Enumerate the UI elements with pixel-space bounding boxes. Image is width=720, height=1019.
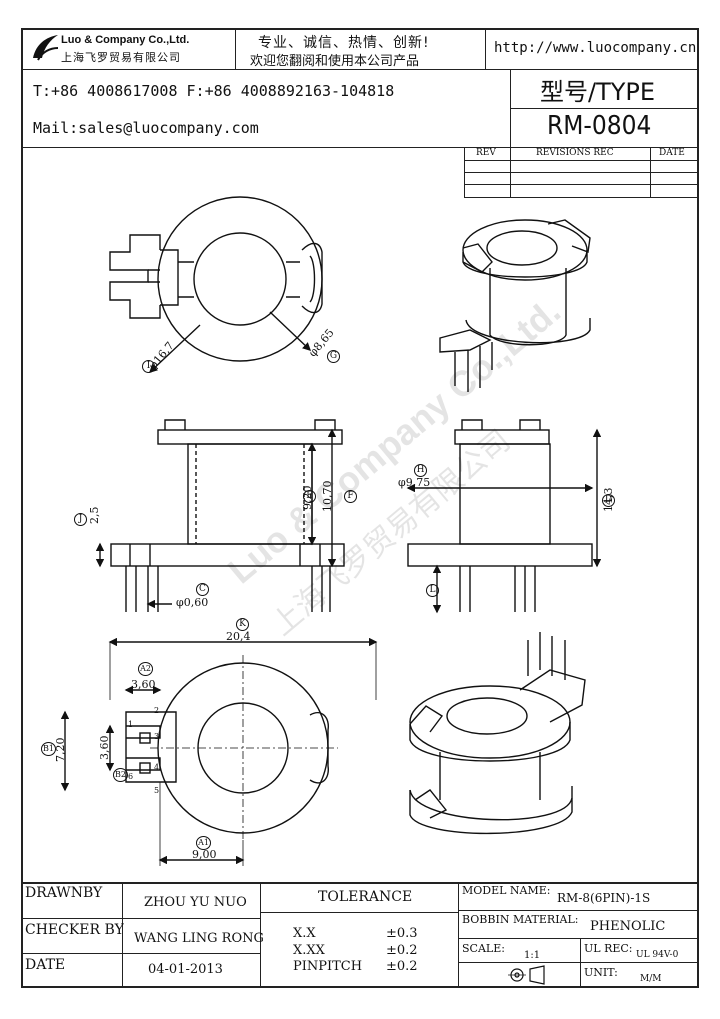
- tol-x-value: ±0.3: [386, 926, 418, 941]
- tol-pinpitch-value: ±0.2: [386, 959, 418, 974]
- side-view-drawing: [406, 419, 602, 614]
- rev-row-1: [464, 160, 699, 161]
- dim-total-width: 20,4: [226, 630, 251, 643]
- bobbin-label: BOBBIN MATERIAL:: [462, 913, 579, 926]
- drawnby-value: ZHOU YU NUO: [144, 895, 247, 910]
- unit-label: UNIT:: [584, 966, 618, 979]
- unit-value: M/M: [640, 974, 662, 984]
- tag-j: J: [74, 513, 87, 526]
- drawnby-label: DRAWNBY: [25, 885, 103, 901]
- drawing-frame: [21, 28, 699, 988]
- footer-top-line: [21, 882, 699, 884]
- tag-g: G: [327, 350, 340, 363]
- slogan-line-1: 专业、诚信、热情、创新!: [258, 35, 430, 51]
- top-view-drawing: [109, 196, 323, 373]
- checker-label: CHECKER BY: [25, 922, 124, 938]
- pin-label-5: 5: [154, 786, 160, 795]
- tag-a1: A1: [196, 836, 211, 850]
- pin-label-1: 1: [128, 720, 134, 729]
- tag-i: I: [142, 360, 155, 373]
- tag-b2: B2: [113, 768, 128, 782]
- header-vdiv-2: [485, 28, 486, 69]
- header-divider: [21, 69, 699, 70]
- ul-vdiv: [580, 938, 581, 988]
- date-label: DATE: [25, 957, 66, 973]
- dim-pin-pitch-x: 3,60: [131, 678, 156, 691]
- checker-value: WANG LING RONG: [134, 931, 264, 946]
- type-label: 型号/TYPE: [540, 78, 656, 106]
- tag-h: H: [414, 464, 427, 477]
- tolerance-row: [260, 912, 458, 913]
- bottom-view-drawing: [60, 637, 378, 866]
- model-row: [458, 910, 699, 911]
- type-divider: [510, 108, 699, 109]
- dim-pin-offset: 9,00: [192, 848, 217, 861]
- rev-header-date: DATE: [659, 148, 685, 158]
- tol-pinpitch-label: PINPITCH: [293, 959, 363, 974]
- rev-row-4: [464, 197, 699, 198]
- model-number: RM-0804: [547, 111, 652, 141]
- dim-pin-diameter: φ0,60: [176, 596, 209, 609]
- contact-divider: [21, 147, 699, 148]
- bobbin-row: [458, 938, 699, 939]
- ul-value: UL 94V-0: [636, 950, 679, 960]
- footer-vdiv-3: [458, 882, 459, 988]
- tol-x-label: X.X: [293, 926, 316, 941]
- tag-e: E: [303, 490, 316, 503]
- footer-row-1: [21, 918, 260, 919]
- rev-header-rec: REVISIONS REC: [536, 148, 614, 158]
- tag-l: L: [426, 584, 439, 597]
- pin-label-6: 6: [128, 772, 134, 781]
- ul-label: UL REC:: [584, 942, 633, 955]
- mail-text[interactable]: Mail:sales@luocompany.com: [33, 119, 259, 137]
- type-vdiv: [510, 69, 511, 147]
- tag-f: F: [344, 490, 357, 503]
- footer-vdiv-1: [122, 882, 123, 988]
- date-value: 04-01-2013: [148, 962, 223, 977]
- rev-row-3: [464, 184, 699, 185]
- scale-value: 1:1: [524, 950, 541, 961]
- pin-label-2: 2: [154, 706, 160, 715]
- rev-header-rev: REV: [476, 148, 496, 158]
- footer-row-2: [21, 953, 260, 954]
- phone-fax-text: T:+86 4008617008 F:+86 4008892163-104818: [33, 82, 395, 100]
- isometric-view-bottom: [409, 632, 586, 835]
- scale-label: SCALE:: [462, 942, 505, 955]
- footer-vdiv-2: [260, 882, 261, 988]
- header-vdiv-1: [235, 28, 236, 69]
- slogan-line-2: 欢迎您翻阅和使用本公司产品: [250, 54, 420, 69]
- rev-row-2: [464, 172, 699, 173]
- dim-core-diameter: φ9,75: [398, 476, 431, 489]
- tag-d: D: [602, 494, 615, 507]
- dim-flange-thickness: 2,5: [88, 506, 101, 525]
- dim-pin-pitch-y: 3,60: [98, 735, 111, 761]
- tag-b1: B1: [41, 742, 56, 756]
- website-link[interactable]: http://www.luocompany.cn: [494, 40, 697, 56]
- tol-xx-label: X.XX: [293, 943, 325, 958]
- scale-row: [458, 962, 699, 963]
- pin-label-3: 3: [154, 732, 160, 741]
- company-name-cn: 上海飞罗贸易有限公司: [61, 51, 181, 64]
- model-name-value: RM-8(6PIN)-1S: [557, 891, 651, 905]
- tag-c: C: [196, 583, 209, 596]
- company-name-en: Luo & Company Co.,Ltd.: [61, 34, 190, 46]
- isometric-view-top: [439, 219, 591, 392]
- model-name-label: MODEL NAME:: [462, 884, 551, 897]
- tol-xx-value: ±0.2: [386, 943, 418, 958]
- tag-k: K: [236, 618, 249, 631]
- bobbin-value: PHENOLIC: [590, 919, 666, 934]
- tolerance-label: TOLERANCE: [318, 889, 413, 905]
- pin-label-4: 4: [154, 763, 160, 772]
- tag-a2: A2: [138, 662, 153, 676]
